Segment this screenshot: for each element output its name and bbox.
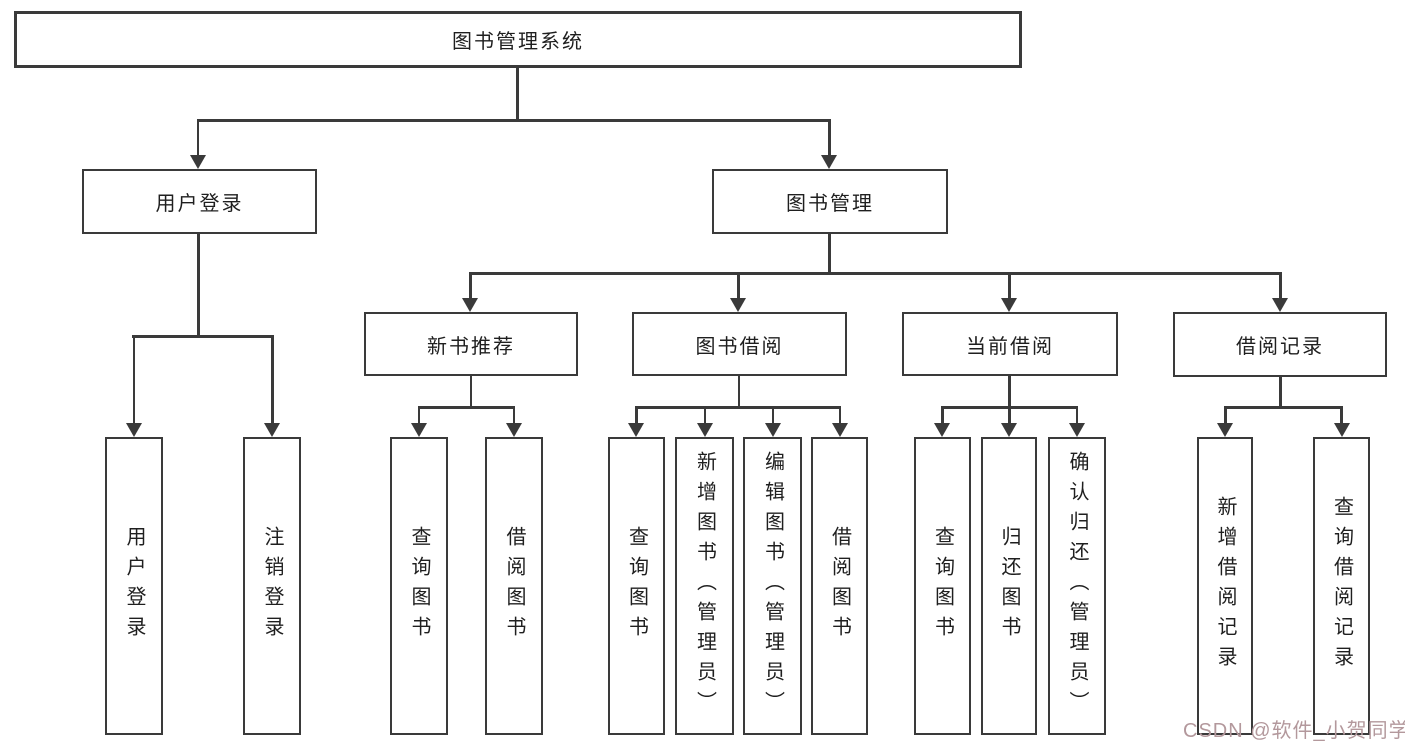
node-current-borrowing: 当前借阅 xyxy=(902,312,1118,376)
csdn-watermark: CSDN @软件_小贺同学 xyxy=(1183,720,1405,742)
node-label: 图书管理系统 xyxy=(452,31,584,53)
connector-line xyxy=(1340,406,1343,423)
node-label: 借阅记录 xyxy=(1236,336,1324,358)
connector-line xyxy=(1075,406,1078,423)
connector-line xyxy=(417,406,420,423)
leaf-query-books-recommend: 查询图书 xyxy=(390,437,448,735)
node-book-management: 图书管理 xyxy=(712,169,948,234)
connector-line xyxy=(1008,406,1011,423)
leaf-add-borrow-record: 新增借阅记录 xyxy=(1197,437,1253,735)
connector-line xyxy=(1279,377,1282,406)
connector-line xyxy=(941,406,944,423)
leaf-label: 查询图书 xyxy=(408,526,430,646)
leaf-label: 新增图书（管理员） xyxy=(693,451,716,721)
node-label: 用户登录 xyxy=(155,193,244,215)
connector-line xyxy=(1279,272,1282,298)
leaf-label: 借阅图书 xyxy=(828,526,851,646)
leaf-label: 注销登录 xyxy=(261,526,283,646)
leaf-label: 归还图书 xyxy=(998,526,1020,646)
connector-line xyxy=(828,119,831,156)
connector-line xyxy=(470,272,1281,275)
leaf-borrow-books-recommend: 借阅图书 xyxy=(485,437,543,735)
connector-line xyxy=(1008,272,1011,298)
arrow-down-icon xyxy=(832,423,848,437)
connector-line xyxy=(469,376,472,406)
arrow-down-icon xyxy=(1069,423,1085,437)
leaf-query-books-borrowing: 查询图书 xyxy=(608,437,665,735)
connector-line xyxy=(737,376,740,406)
connector-line xyxy=(271,335,274,423)
arrow-down-icon xyxy=(1272,298,1288,312)
node-user-login: 用户登录 xyxy=(82,169,317,234)
leaf-label: 查询图书 xyxy=(625,526,648,646)
leaf-return-books: 归还图书 xyxy=(981,437,1037,735)
leaf-borrow-books: 借阅图书 xyxy=(811,437,868,735)
connector-line xyxy=(197,119,830,122)
leaf-logout: 注销登录 xyxy=(243,437,301,735)
arrow-down-icon xyxy=(411,423,427,437)
node-book-borrowing: 图书借阅 xyxy=(632,312,847,376)
connector-line xyxy=(1008,376,1011,406)
node-label: 新书推荐 xyxy=(427,335,515,358)
arrow-down-icon xyxy=(264,423,280,437)
connector-line xyxy=(132,335,135,423)
leaf-label: 查询图书 xyxy=(931,526,954,646)
connector-line xyxy=(703,406,706,423)
connector-line xyxy=(771,406,774,423)
arrow-down-icon xyxy=(697,423,713,437)
connector-line xyxy=(418,406,514,409)
node-label: 图书管理 xyxy=(786,193,874,215)
arrow-down-icon xyxy=(190,155,206,169)
arrow-down-icon xyxy=(506,423,522,437)
connector-line xyxy=(196,119,199,156)
leaf-label: 借阅图书 xyxy=(503,526,525,646)
leaf-label: 确认归还（管理员） xyxy=(1066,451,1088,721)
arrow-down-icon xyxy=(730,298,746,312)
leaf-confirm-return-admin: 确认归还（管理员） xyxy=(1048,437,1106,735)
leaf-edit-books-admin: 编辑图书（管理员） xyxy=(743,437,802,735)
arrow-down-icon xyxy=(934,423,950,437)
connector-line xyxy=(197,234,200,335)
arrow-down-icon xyxy=(126,423,142,437)
leaf-query-books-current: 查询图书 xyxy=(914,437,971,735)
connector-line xyxy=(516,68,519,119)
arrow-down-icon xyxy=(1001,298,1017,312)
arrow-down-icon xyxy=(765,423,781,437)
leaf-label: 查询借阅记录 xyxy=(1330,496,1353,676)
connector-line xyxy=(635,406,638,423)
leaf-query-borrow-record: 查询借阅记录 xyxy=(1313,437,1370,735)
arrow-down-icon xyxy=(1217,423,1233,437)
node-label: 图书借阅 xyxy=(695,335,784,358)
leaf-label: 编辑图书（管理员） xyxy=(761,451,784,721)
leaf-user-login: 用户登录 xyxy=(105,437,163,735)
arrow-down-icon xyxy=(821,155,837,169)
leaf-label: 新增借阅记录 xyxy=(1214,496,1236,676)
connector-line xyxy=(1224,406,1227,423)
connector-line xyxy=(635,406,840,409)
node-borrowing-records: 借阅记录 xyxy=(1173,312,1387,377)
leaf-add-books-admin: 新增图书（管理员） xyxy=(675,437,734,735)
node-label: 当前借阅 xyxy=(966,335,1054,358)
connector-line xyxy=(1224,406,1342,409)
arrow-down-icon xyxy=(1334,423,1350,437)
connector-line xyxy=(132,335,273,338)
node-new-book-recommendation: 新书推荐 xyxy=(364,312,578,376)
connector-line xyxy=(512,406,515,423)
node-root-library-management-system: 图书管理系统 xyxy=(14,11,1022,68)
arrow-down-icon xyxy=(628,423,644,437)
connector-line xyxy=(838,406,841,423)
arrow-down-icon xyxy=(1001,423,1017,437)
connector-line xyxy=(469,272,472,298)
connector-line xyxy=(737,272,740,298)
connector-line xyxy=(828,234,831,272)
leaf-label: 用户登录 xyxy=(123,526,145,646)
arrow-down-icon xyxy=(462,298,478,312)
